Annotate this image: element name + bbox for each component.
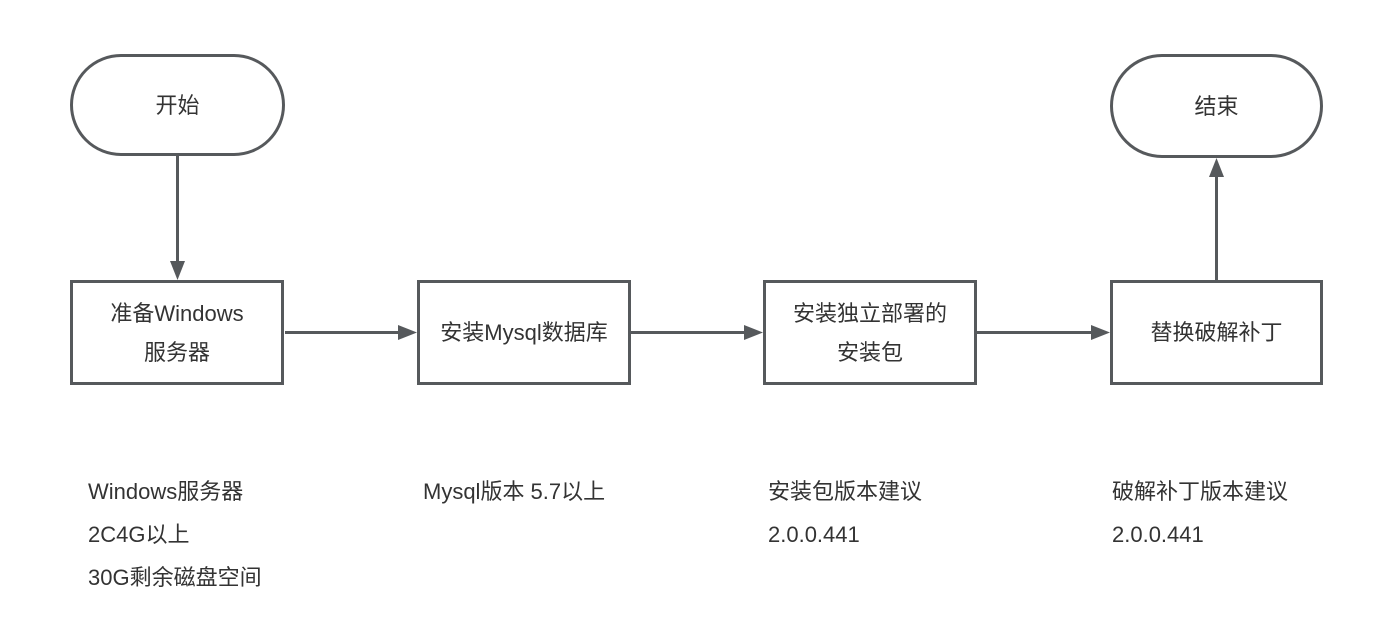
note-server-spec: Windows服务器 2C4G以上 30G剩余磁盘空间 bbox=[88, 470, 262, 599]
process-label-line: 服务器 bbox=[143, 339, 210, 365]
arrowhead-right-icon bbox=[398, 325, 417, 340]
process-box-replace-patch: 替换破解补丁 bbox=[1110, 280, 1323, 385]
arrowhead-down-icon bbox=[170, 261, 185, 280]
arrow-step2-to-step3 bbox=[631, 325, 763, 340]
process-label-line: 安装Mysql数据库 bbox=[440, 320, 608, 345]
process-label-line: 准备Windows bbox=[110, 300, 244, 326]
arrow-start-to-step1 bbox=[170, 156, 185, 280]
note-line: Mysql版本 5.7以上 bbox=[423, 479, 606, 504]
process-label-line: 替换破解补丁 bbox=[1150, 320, 1283, 345]
process-box-install-mysql: 安装Mysql数据库 bbox=[417, 280, 631, 385]
note-line: 2.0.0.441 bbox=[768, 522, 860, 547]
note-line: 破解补丁版本建议 bbox=[1112, 479, 1289, 504]
note-patch-version: 破解补丁版本建议 2.0.0.441 bbox=[1112, 470, 1288, 556]
note-line: Windows服务器 bbox=[88, 479, 244, 504]
note-line: 2.0.0.441 bbox=[1112, 522, 1204, 547]
process-label-line: 安装包 bbox=[836, 339, 903, 365]
start-label: 开始 bbox=[155, 92, 200, 118]
arrow-step4-to-end bbox=[1209, 158, 1224, 280]
note-line: 30G剩余磁盘空间 bbox=[88, 565, 262, 590]
arrowhead-up-icon bbox=[1209, 158, 1224, 177]
process-box-install-package: 安装独立部署的 安装包 bbox=[763, 280, 977, 385]
arrowhead-right-icon bbox=[1091, 325, 1110, 340]
note-line: 安装包版本建议 bbox=[768, 479, 923, 504]
start-terminator: 开始 bbox=[70, 54, 285, 156]
end-terminator: 结束 bbox=[1110, 54, 1323, 158]
note-package-version: 安装包版本建议 2.0.0.441 bbox=[768, 470, 922, 556]
process-label-line: 安装独立部署的 bbox=[792, 300, 947, 326]
end-label: 结束 bbox=[1194, 93, 1239, 119]
note-line: 2C4G以上 bbox=[88, 522, 190, 547]
arrow-step3-to-step4 bbox=[977, 325, 1110, 340]
note-mysql-version: Mysql版本 5.7以上 bbox=[423, 470, 605, 513]
process-box-prepare-server: 准备Windows 服务器 bbox=[70, 280, 284, 385]
arrowhead-right-icon bbox=[744, 325, 763, 340]
arrow-step1-to-step2 bbox=[285, 325, 417, 340]
